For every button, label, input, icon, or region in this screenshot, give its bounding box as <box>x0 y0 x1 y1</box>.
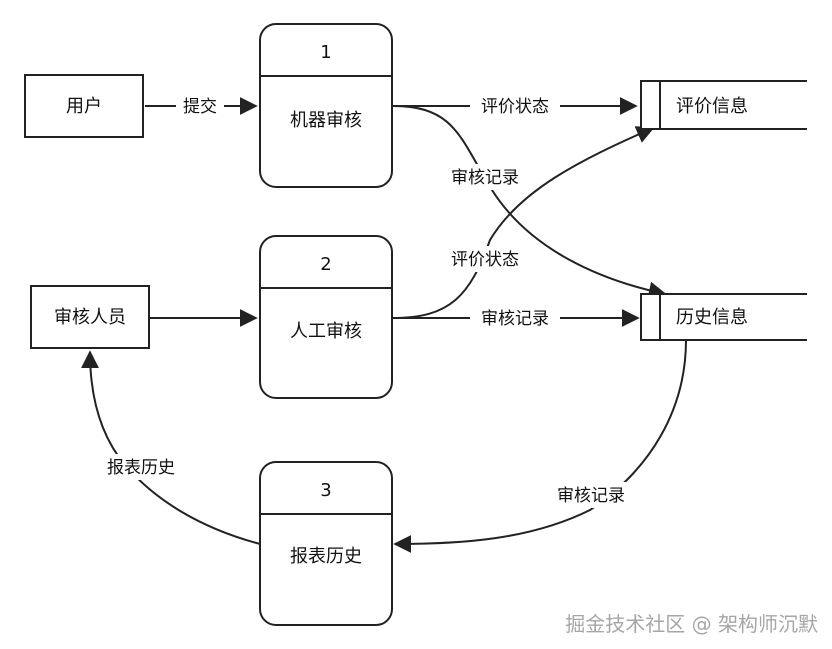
svg-text:评价信息: 评价信息 <box>676 96 748 117</box>
entity-reviewer: 审核人员 <box>30 285 150 349</box>
watermark-text: 掘金技术社区 @ 架构师沉默 <box>565 612 818 636</box>
flow-p1-to-history <box>392 105 667 300</box>
svg-text:1: 1 <box>320 42 331 63</box>
flow-p3-to-reviewer <box>81 350 261 545</box>
label-p1-to-eval: 评价状态 <box>470 94 560 118</box>
label-p2-to-history: 审核记录 <box>470 306 560 330</box>
svg-text:历史信息: 历史信息 <box>676 307 748 328</box>
svg-text:报表历史: 报表历史 <box>290 546 362 567</box>
label-history-to-p3: 审核记录 <box>546 482 636 508</box>
process-manual-review: 2 人工审核 <box>259 235 393 399</box>
process-report-history: 3 报表历史 <box>259 461 393 626</box>
label-p1-to-history: 审核记录 <box>440 164 530 190</box>
svg-text:审核记录: 审核记录 <box>451 168 519 188</box>
label-p2-to-eval: 评价状态 <box>440 246 530 272</box>
entity-user: 用户 <box>24 74 144 138</box>
svg-text:提交: 提交 <box>183 97 217 117</box>
svg-text:机器审核: 机器审核 <box>290 110 362 131</box>
svg-text:3: 3 <box>320 480 331 501</box>
svg-text:审核人员: 审核人员 <box>54 307 126 328</box>
svg-text:评价状态: 评价状态 <box>481 97 549 117</box>
svg-text:审核记录: 审核记录 <box>557 486 625 506</box>
svg-text:用户: 用户 <box>66 96 102 117</box>
label-submit: 提交 <box>176 94 224 118</box>
flow-p2-to-eval <box>392 126 655 319</box>
svg-text:2: 2 <box>320 254 331 275</box>
process-machine-review: 1 机器审核 <box>259 23 393 188</box>
store-history-info: 历史信息 <box>640 293 807 341</box>
svg-text:人工审核: 人工审核 <box>290 321 362 342</box>
svg-text:报表历史: 报表历史 <box>107 458 175 478</box>
svg-text:评价状态: 评价状态 <box>451 250 519 270</box>
label-p3-to-reviewer: 报表历史 <box>96 454 186 480</box>
store-evaluation-info: 评价信息 <box>640 80 807 130</box>
flow-history-to-p3 <box>393 339 687 553</box>
svg-text:审核记录: 审核记录 <box>481 309 549 329</box>
